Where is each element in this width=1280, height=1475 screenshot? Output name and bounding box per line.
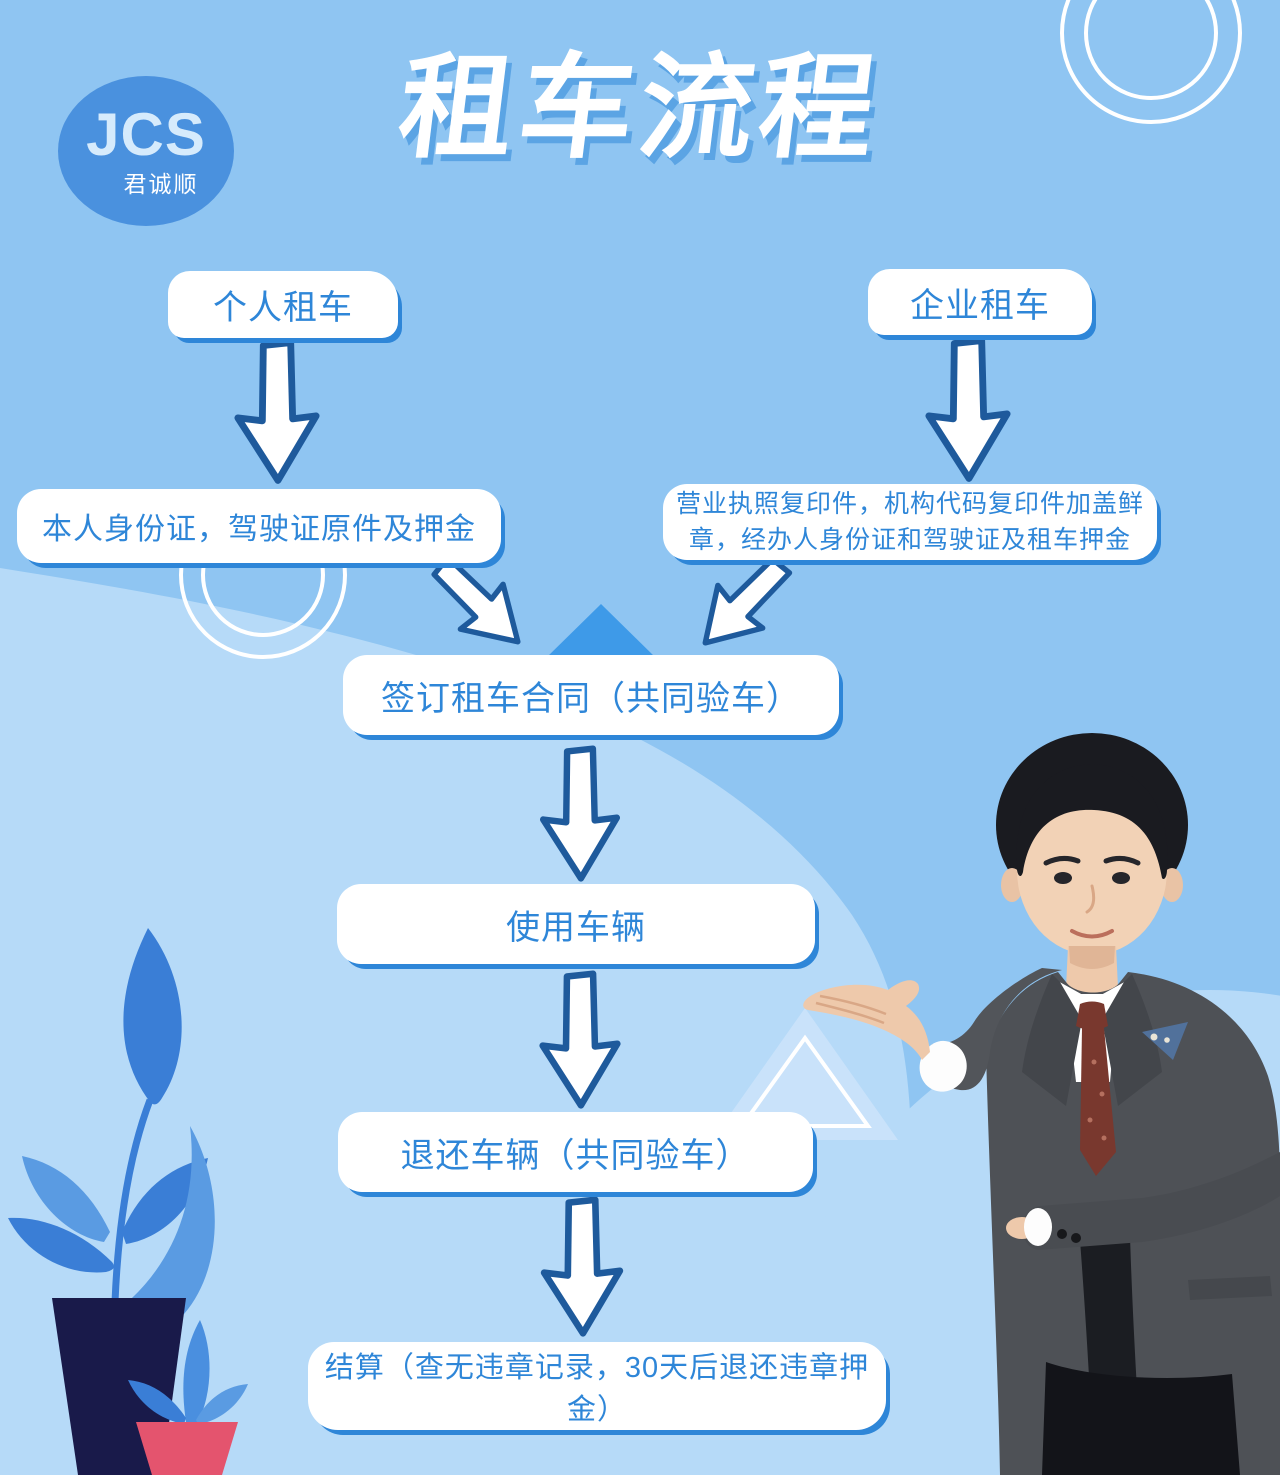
ring-decoration-top-right [1060,0,1242,124]
company-logo: JCS 君诚顺 [58,76,234,226]
flow-box-return-vehicle: 退还车辆（共同验车） [338,1112,813,1192]
arrow-down-icon [536,970,624,1110]
arrow-down-icon [536,745,624,883]
flow-box-use-vehicle: 使用车辆 [337,884,815,964]
flow-box-corporate-requirements: 营业执照复印件，机构代码复印件加盖鲜章，经办人身份证和驾驶证及租车押金 [663,484,1157,560]
flow-box-sign-contract: 签订租车合同（共同验车） [343,655,839,735]
flow-box-settlement: 结算（查无违章记录，30天后退还违章押金） [308,1342,886,1430]
presenter-illustration [803,733,1280,1475]
arrow-down-icon [538,1196,626,1338]
arrow-down-icon [924,336,1012,484]
logo-abbr: JCS [86,101,206,168]
flow-box-personal-requirements: 本人身份证，驾驶证原件及押金 [17,489,501,563]
flow-box-corporate-rental: 企业租车 [868,269,1092,335]
logo-company-name: 君诚顺 [123,171,199,197]
poster-title: 租车流程 [392,45,888,172]
plant-illustration [8,928,248,1475]
triangle-decoration-center [546,604,656,658]
arrow-down-icon [233,338,321,486]
flow-box-personal-rental: 个人租车 [168,271,398,338]
